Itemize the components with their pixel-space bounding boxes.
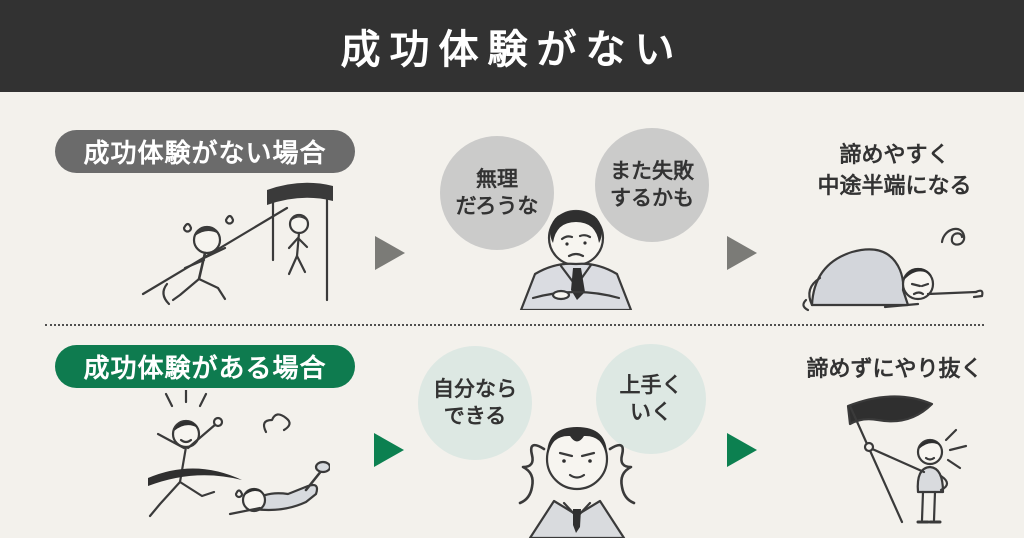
title-bar: 成功体験がない: [0, 0, 1024, 92]
thought-bubble-impossible: 無理 だろうな: [440, 136, 554, 250]
page-title: 成功体験がない: [340, 28, 684, 72]
result-text-give-up: 諦めやすく 中途半端になる: [817, 142, 972, 198]
illustration-giving-up-crawl: [790, 212, 990, 317]
thought-bubble-will-go-well: 上手く いく: [596, 344, 706, 454]
arrow-right-icon: [727, 236, 757, 270]
result-text-persevere: 諦めずにやり抜く: [806, 356, 983, 381]
illustration-confident-girl: [492, 405, 662, 538]
thought-bubble-i-can-do-it: 自分なら できる: [418, 346, 532, 460]
arrow-right-icon: [375, 236, 405, 270]
illustration-losing-race: [125, 168, 335, 308]
illustration-worried-man: [503, 198, 648, 310]
dotted-divider: [45, 324, 984, 326]
illustration-winning-race: [110, 390, 330, 530]
arrow-right-icon: [374, 433, 404, 467]
case-label-no-success: 成功体験がない場合: [55, 130, 355, 173]
case-label-has-success: 成功体験がある場合: [55, 345, 355, 388]
thought-bubble-fail-again: また失敗 するかも: [595, 128, 709, 242]
illustration-flag-bearer: [822, 392, 992, 532]
arrow-right-icon: [727, 433, 757, 467]
